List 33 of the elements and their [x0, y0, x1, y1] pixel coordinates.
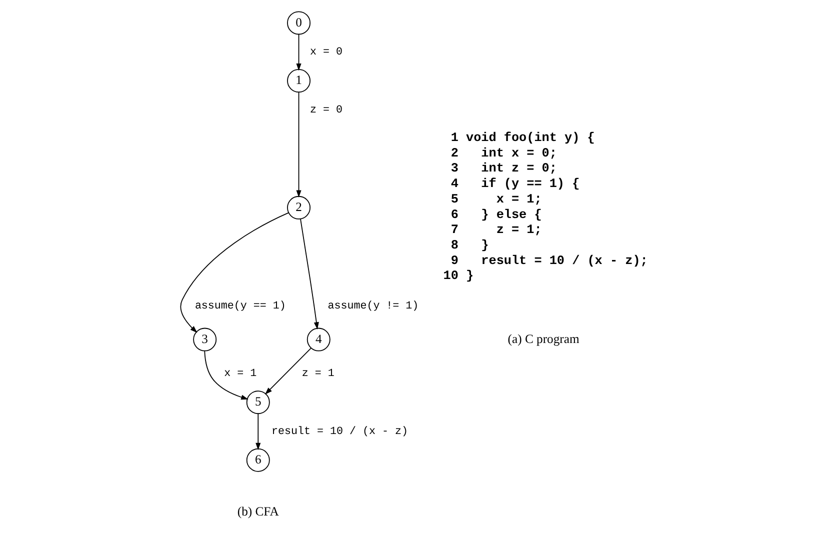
edge-label: x = 1 — [224, 368, 257, 380]
label: 6 } else { — [450, 206, 542, 222]
arrow — [180, 212, 289, 333]
edge-label: result = 10 / (x - z) — [272, 426, 408, 438]
edge-label: z = 1 — [302, 368, 334, 380]
label: 7 z = 1; — [450, 222, 542, 238]
arrow — [256, 413, 261, 450]
node-circle: 5 — [246, 390, 270, 414]
label: 10 } — [443, 268, 474, 284]
node-circle: 4 — [306, 328, 330, 352]
edge-label: z = 0 — [310, 104, 342, 116]
arrow — [204, 350, 248, 400]
edge-label: assume(y == 1) — [194, 300, 286, 312]
label: (b) CFA — [237, 504, 279, 518]
node-circle: 3 — [193, 328, 217, 352]
node-circle: 6 — [246, 448, 270, 472]
label: 3 int z = 0; — [450, 160, 557, 176]
arrow — [264, 348, 312, 395]
label: (a) C program — [508, 332, 580, 346]
node-circle: 2 — [287, 196, 311, 220]
arrow — [296, 34, 302, 71]
label: 8 } — [450, 238, 489, 253]
arrow — [300, 218, 319, 330]
label: 5 x = 1; — [450, 191, 542, 206]
edge-label: assume(y != 1) — [328, 300, 419, 312]
node-circle: 1 — [287, 69, 311, 93]
label: 1 void foo(int y) { — [450, 130, 595, 146]
edge-label: x = 0 — [310, 46, 342, 59]
node-circle: 0 — [287, 11, 311, 35]
label: 9 result = 10 / (x - z); — [450, 252, 648, 268]
label: 4 if (y == 1) { — [450, 176, 580, 192]
label: 2 int x = 0; — [450, 145, 557, 160]
arrow — [296, 92, 302, 198]
